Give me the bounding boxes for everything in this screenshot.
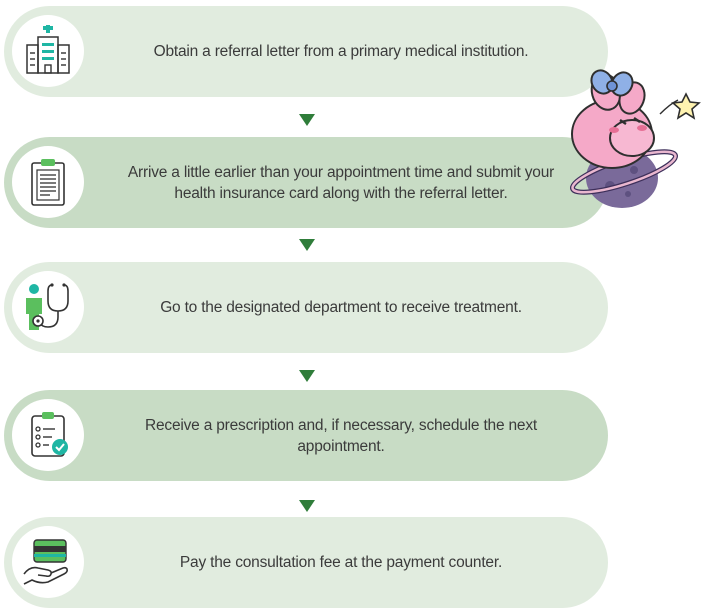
- step-5-text: Pay the consultation fee at the payment …: [179, 554, 503, 571]
- step-2: Arrive a little earlier than your appoin…: [4, 137, 608, 228]
- down-arrow-icon: [299, 370, 315, 382]
- down-arrow-icon: [299, 114, 315, 126]
- step-5: Pay the consultation fee at the payment …: [4, 517, 608, 608]
- step-1-text: Obtain a referral letter from a primary …: [153, 43, 529, 60]
- hospital-icon: [12, 15, 84, 87]
- step-1: Obtain a referral letter from a primary …: [4, 6, 608, 97]
- card-payment-icon: [12, 526, 84, 598]
- bunny-planet-mascot-icon: [570, 69, 701, 208]
- step-2-text: Arrive a little earlier than your appoin…: [127, 163, 555, 202]
- clipboard-icon: [12, 146, 84, 218]
- step-3: Go to the designated department to recei…: [4, 262, 608, 353]
- step-4-text: Receive a prescription and, if necessary…: [145, 416, 537, 455]
- down-arrow-icon: [299, 239, 315, 251]
- checklist-icon: [12, 399, 84, 471]
- step-4: Receive a prescription and, if necessary…: [4, 390, 608, 481]
- step-3-text: Go to the designated department to recei…: [160, 299, 522, 316]
- doctor-stethoscope-icon: [12, 271, 84, 343]
- down-arrow-icon: [299, 500, 315, 512]
